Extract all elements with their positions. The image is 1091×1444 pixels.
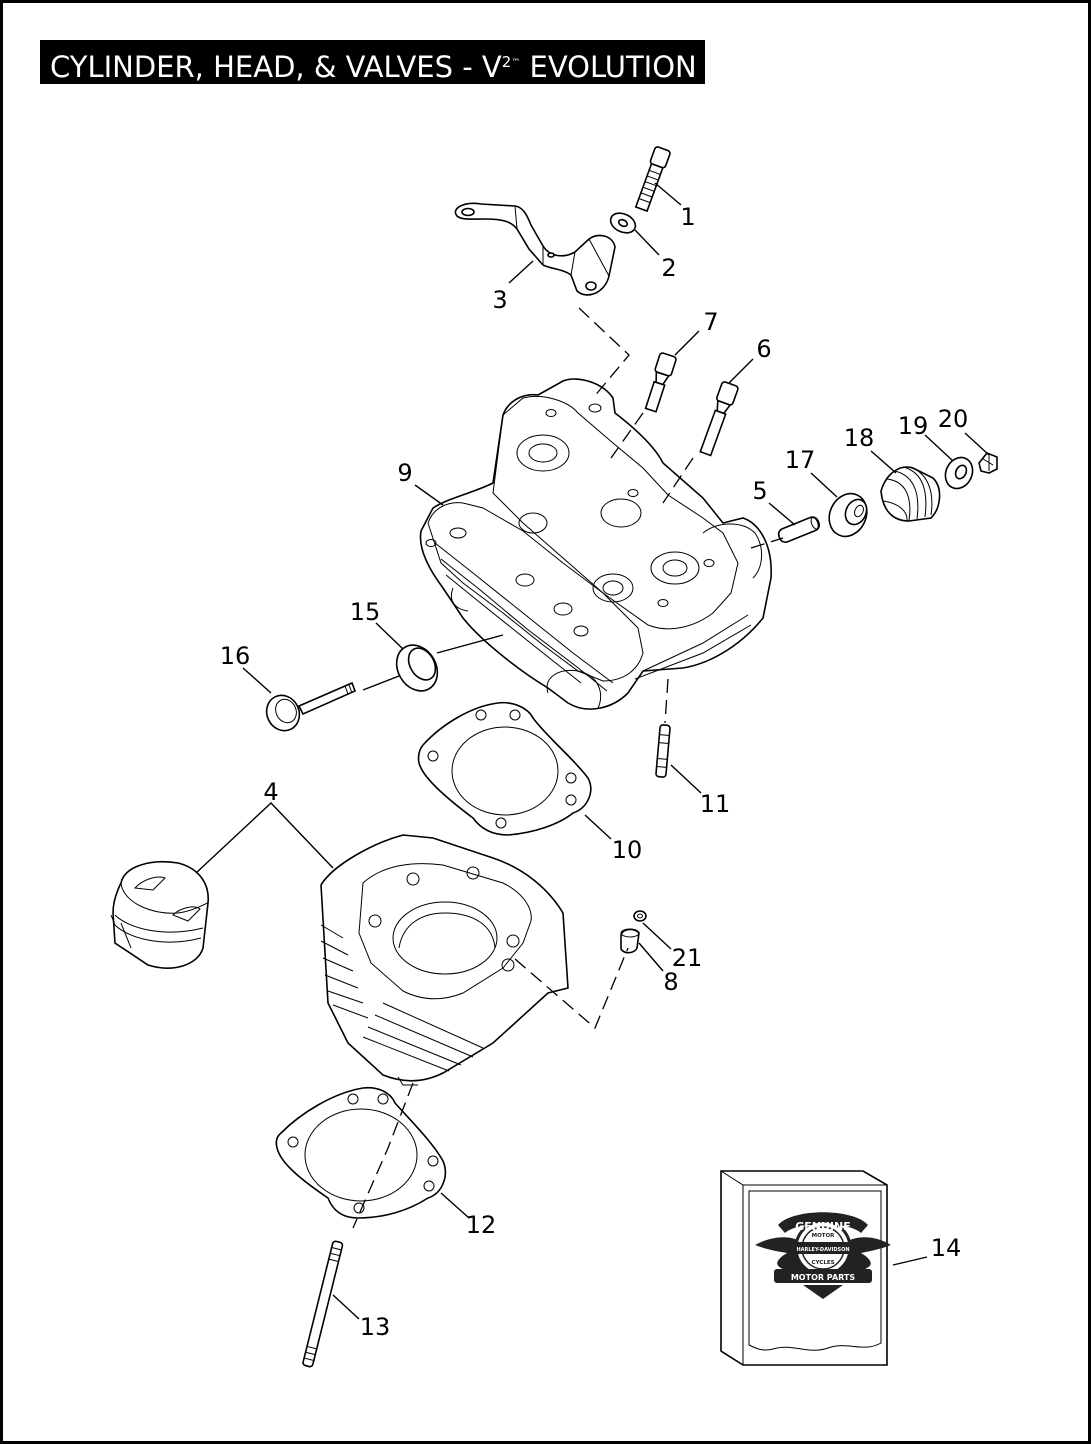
part-1-bolt: [634, 146, 671, 213]
part-11-dowel-stud: [655, 724, 671, 778]
part-20-keeper: [978, 452, 998, 474]
callout-9: 9: [397, 459, 412, 487]
part-16-valve: [265, 681, 357, 732]
part-21-o-ring: [633, 910, 647, 922]
part-17-seal: [828, 492, 868, 538]
logo-ring-bottom-text: CYCLES: [811, 1260, 834, 1266]
genuine-motor-parts-logo: GENUINE MOTOR HARLEY-DAVIDSON CYCLES MOT…: [755, 1212, 891, 1299]
callout-7: 7: [703, 308, 718, 336]
part-9-cylinder-head: [419, 378, 772, 710]
callout-5: 5: [752, 477, 767, 505]
part-6-bolt: [699, 381, 739, 457]
page-title: CYLINDER, HEAD, & VALVES - V2™ EVOLUTION: [40, 40, 705, 84]
part-5-guide: [777, 516, 821, 543]
part-4-piston: [110, 861, 209, 969]
callout-14: 14: [931, 1234, 962, 1262]
part-13-cylinder-stud: [302, 1240, 344, 1368]
title-superscript: 2: [501, 53, 512, 71]
callout-17: 17: [785, 446, 816, 474]
leader-lines: [195, 182, 990, 1320]
callout-20: 20: [938, 405, 969, 433]
callout-3: 3: [492, 286, 507, 314]
callout-16: 16: [220, 642, 251, 670]
part-12-base-gasket: [275, 1086, 447, 1219]
callout-11: 11: [700, 790, 731, 818]
part-2-washer: [609, 212, 637, 234]
title-prefix: CYLINDER, HEAD, & VALVES - V: [50, 50, 502, 84]
part-10-head-gasket: [417, 701, 592, 836]
logo-motor-parts-text: MOTOR PARTS: [791, 1273, 856, 1282]
callout-12: 12: [466, 1211, 497, 1239]
callout-19: 19: [898, 412, 929, 440]
callout-6: 6: [756, 335, 771, 363]
part-3-bracket: [454, 202, 616, 296]
alignment-lines: [352, 307, 784, 1229]
logo-ring-top-text: MOTOR: [812, 1233, 836, 1239]
part-19-retainer: [944, 456, 974, 490]
callout-18: 18: [844, 424, 875, 452]
part-15-valve-seat: [395, 644, 439, 692]
callout-10: 10: [612, 836, 643, 864]
part-18-spring: [880, 466, 941, 522]
callout-2: 2: [661, 254, 676, 282]
callout-8: 8: [663, 968, 678, 996]
callout-1: 1: [680, 203, 695, 231]
callout-21: 21: [672, 944, 703, 972]
title-trademark: ™: [511, 58, 521, 68]
logo-center-text: HARLEY-DAVIDSON: [796, 1247, 849, 1253]
callout-numbers: 1 2 3 4 5 6 7 8 9 10 11 12 13 14 15 16 1…: [220, 203, 969, 1341]
part-4-cylinder: [320, 834, 569, 1086]
part-7-bolt: [644, 352, 677, 413]
callout-4: 4: [263, 778, 278, 806]
logo-genuine-text: GENUINE: [795, 1220, 851, 1233]
callout-13: 13: [360, 1313, 391, 1341]
part-8-dowel: [620, 928, 640, 954]
part-14-gasket-kit-box: GENUINE MOTOR HARLEY-DAVIDSON CYCLES MOT…: [720, 1170, 891, 1366]
title-suffix: EVOLUTION: [520, 50, 697, 84]
callout-15: 15: [350, 598, 381, 626]
exploded-parts-diagram: GENUINE MOTOR HARLEY-DAVIDSON CYCLES MOT…: [110, 146, 998, 1368]
